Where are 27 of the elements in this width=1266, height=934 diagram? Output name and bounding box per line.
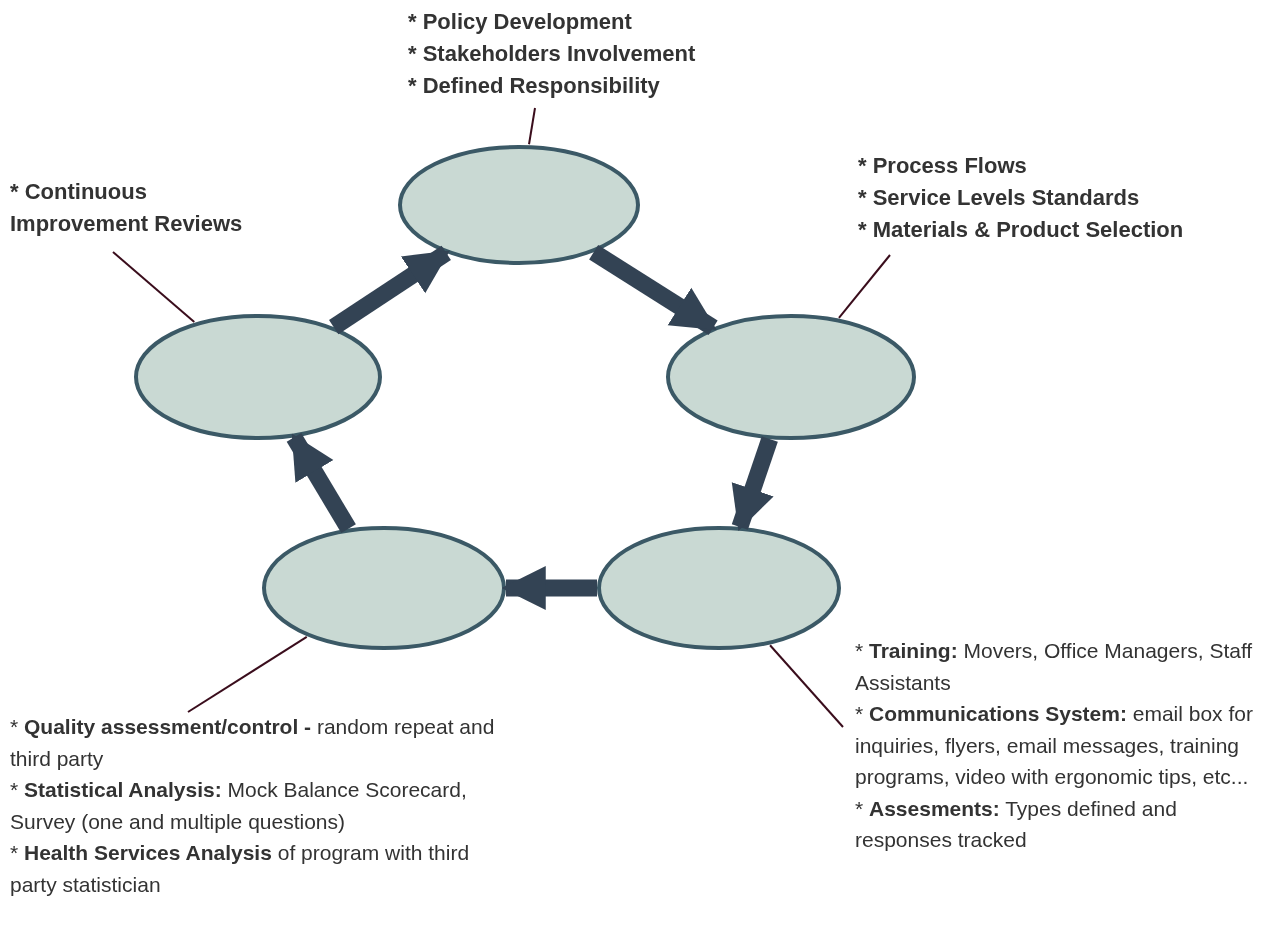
leader-line xyxy=(528,107,536,146)
bullet-text: * Defined Responsibility xyxy=(408,72,661,100)
bullet-text: * Materials & Product Selection xyxy=(858,216,1185,244)
leader-line xyxy=(837,254,891,319)
bullet-text: * Process Flows xyxy=(858,152,1028,180)
bullet-text: *Communications System: email box for inquiries, flyers, email messages, training programs, video with ergonomic tips, etc... xyxy=(855,701,1254,790)
cycle-arrow xyxy=(501,565,597,611)
bullet-text: *Quality assessment/control - random repeat and third party xyxy=(10,714,496,772)
cycle-arrow xyxy=(329,245,451,335)
leader-line xyxy=(112,251,196,324)
cycle-arrow xyxy=(286,432,356,533)
leader-line xyxy=(769,644,844,728)
bullet-text: *Assesments: Types defined and responses tracked xyxy=(855,795,1178,853)
leader-line xyxy=(187,635,308,713)
cycle-arrow xyxy=(731,436,778,532)
bullet-text: * Continuous Improvement Reviews xyxy=(10,178,244,238)
bullet-text: *Statistical Analysis: Mock Balance Scorecard, Survey (one and multiple questions) xyxy=(10,777,468,835)
stage-ellipse xyxy=(398,145,640,265)
bullet-text: * Stakeholders Involvement xyxy=(408,40,697,68)
stage-ellipse xyxy=(262,526,506,650)
bullet-text: * Policy Development xyxy=(408,8,633,36)
cycle-arrow xyxy=(589,245,718,335)
stage-ellipse xyxy=(597,526,841,650)
stage-ellipse xyxy=(666,314,916,440)
stage-ellipse xyxy=(134,314,382,440)
bullet-text: * Service Levels Standards xyxy=(858,184,1141,212)
bullet-text: *Health Services Analysis of program with third party statistician xyxy=(10,840,471,898)
